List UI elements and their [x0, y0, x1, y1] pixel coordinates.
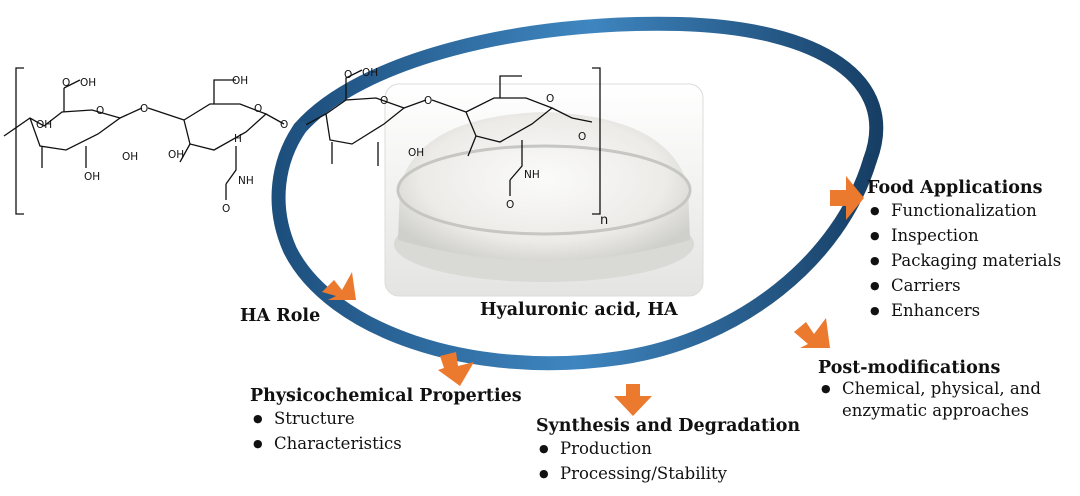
bullet-list: Production Processing/Stability — [536, 436, 800, 486]
list-item: Packaging materials — [867, 248, 1061, 273]
oxygen-label: O — [62, 77, 70, 89]
oxygen-label: O — [280, 119, 288, 131]
chemical-structure — [3, 67, 601, 215]
section-title: Post-modifications — [818, 358, 1001, 378]
list-item: Inspection — [867, 223, 1061, 248]
oxygen-label: O — [546, 93, 554, 105]
list-item: Enhancers — [867, 298, 1061, 323]
synthesis-section: Synthesis and Degradation Production Pro… — [536, 416, 800, 486]
orange-arrow-icon — [794, 318, 830, 348]
group-label: H — [234, 133, 242, 145]
chemical-labels: O OH O OH OH OH O OH O H OH NH O O O OH … — [36, 67, 608, 228]
post-modifications-section: Post-modifications Chemical, physical, a… — [818, 358, 1052, 422]
petri-dish-rim — [396, 144, 692, 236]
orange-arrow-icon — [322, 272, 356, 300]
list-item: Characteristics — [250, 431, 522, 456]
group-label: OH — [362, 67, 378, 79]
orange-arrow-icon — [830, 176, 864, 220]
orange-arrow-icon — [614, 384, 652, 416]
food-applications-section: Food Applications Functionalization Insp… — [867, 178, 1061, 323]
list-item: Functionalization — [867, 198, 1061, 223]
bullet-list: Functionalization Inspection Packaging m… — [867, 198, 1061, 323]
oxygen-label: O — [578, 131, 586, 143]
powder-photo — [384, 83, 704, 297]
list-item: Carriers — [867, 273, 1061, 298]
oxygen-label: O — [140, 103, 148, 115]
bullet-list: Chemical, physical, and enzymatic approa… — [818, 378, 1052, 422]
oxygen-label: O — [424, 95, 432, 107]
group-label: OH — [80, 77, 96, 89]
oxygen-label: O — [506, 199, 514, 211]
group-label: OH — [36, 119, 52, 131]
physicochemical-section: Physicochemical Properties Structure Cha… — [250, 386, 522, 456]
group-label: OH — [408, 147, 424, 159]
ring-back — [293, 16, 884, 167]
section-title: Physicochemical Properties — [250, 386, 522, 406]
repeat-subscript: n — [600, 213, 608, 228]
ha-role-label: HA Role — [240, 306, 321, 326]
group-label: OH — [84, 171, 100, 183]
bullet-list: Structure Characteristics — [250, 406, 522, 456]
oxygen-label: O — [344, 69, 352, 81]
list-item: Chemical, physical, and enzymatic approa… — [818, 378, 1052, 422]
list-item: Processing/Stability — [536, 461, 800, 486]
group-label: NH — [238, 175, 254, 187]
list-item: Structure — [250, 406, 522, 431]
oxygen-label: O — [222, 203, 230, 215]
group-label: OH — [232, 75, 248, 87]
oxygen-label: O — [96, 105, 104, 117]
oxygen-label: O — [254, 103, 262, 115]
section-title: Synthesis and Degradation — [536, 416, 801, 436]
arrows — [322, 176, 864, 416]
section-title: Food Applications — [867, 178, 1043, 198]
orange-arrow-icon — [438, 352, 474, 386]
group-label: OH — [122, 151, 138, 163]
list-item: Production — [536, 436, 800, 461]
group-label: OH — [168, 149, 184, 161]
ring-front — [271, 121, 877, 371]
center-label: Hyaluronic acid, HA — [480, 300, 678, 320]
group-label: NH — [524, 169, 540, 181]
oxygen-label: O — [380, 95, 388, 107]
